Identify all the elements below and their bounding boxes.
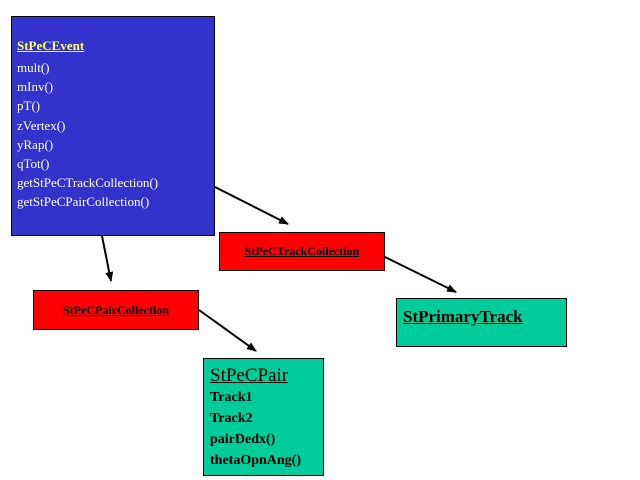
stprimarytrack-label: StPrimaryTrack bbox=[403, 307, 523, 326]
pair-item-pairdedx: pairDedx() bbox=[210, 432, 276, 447]
method-get-pair-collection: getStPeCPairCollection() bbox=[17, 194, 150, 210]
method-yrap: yRap() bbox=[17, 136, 54, 152]
stpecevent-title: StPeCEvent bbox=[17, 38, 85, 53]
stpecevent-box: StPeCEvent mult() mInv() pT() zVertex() … bbox=[11, 16, 215, 236]
stpecpair-title: StPeCPair bbox=[210, 365, 289, 386]
pair-item-track1: Track1 bbox=[210, 390, 253, 405]
pair-item-thetaopnang: thetaOpnAng() bbox=[210, 453, 302, 468]
method-qtot: qTot() bbox=[17, 156, 50, 172]
method-minv: mInv() bbox=[17, 79, 54, 95]
method-pt: pT() bbox=[17, 98, 41, 114]
method-zvertex: zVertex() bbox=[17, 117, 66, 133]
stprimarytrack-box: StPrimaryTrack bbox=[396, 298, 567, 347]
method-get-track-collection: getStPeCTrackCollection() bbox=[17, 175, 159, 191]
arrow-pair-collection-to-pair bbox=[198, 309, 257, 352]
stpecpair-box: StPeCPair Track1 Track2 pairDedx() theta… bbox=[203, 358, 324, 476]
stpectrackcollection-box: StPeCTrackCollection bbox=[219, 232, 385, 271]
stpecpaircollection-label: StPeCPairCollection bbox=[63, 302, 169, 317]
arrow-event-to-pair-collection bbox=[101, 235, 114, 282]
arrow-track-collection-to-primary-track bbox=[384, 256, 457, 293]
stpecpaircollection-box: StPeCPairCollection bbox=[33, 290, 199, 330]
pair-item-track2: Track2 bbox=[210, 411, 253, 426]
stpectrackcollection-label: StPeCTrackCollection bbox=[244, 244, 360, 258]
arrow-event-to-track-collection bbox=[214, 186, 289, 225]
method-mult: mult() bbox=[17, 60, 50, 75]
